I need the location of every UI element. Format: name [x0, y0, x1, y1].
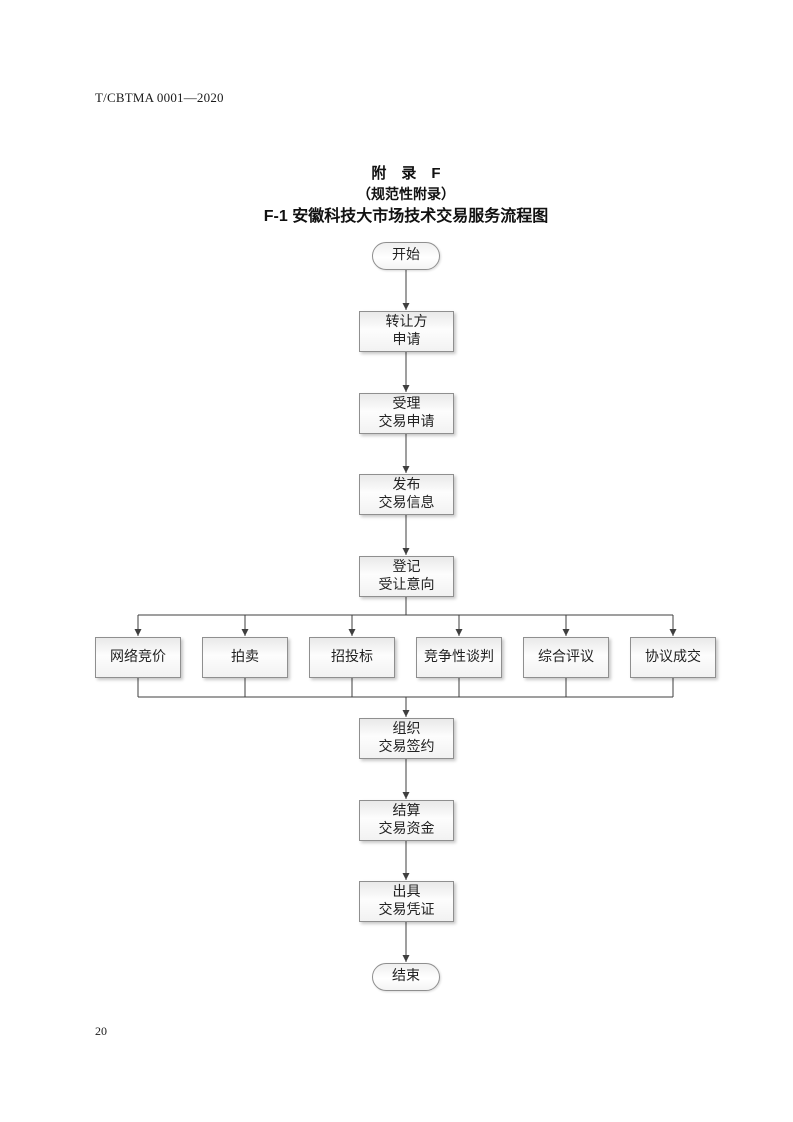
- appendix-title: 附 录 F: [371, 165, 441, 182]
- node-end: 结束: [372, 963, 440, 991]
- node-publish-info: 发布 交易信息: [359, 474, 454, 515]
- node-issue-voucher: 出具 交易凭证: [359, 881, 454, 922]
- appendix-title-block: 附 录 F （规范性附录） F-1 安徽科技大市场技术交易服务流程图: [20, 164, 792, 228]
- branch-tender: 招投标: [309, 637, 395, 678]
- branch-comprehensive-review: 综合评议: [523, 637, 609, 678]
- branch-auction: 拍卖: [202, 637, 288, 678]
- node-start: 开始: [372, 242, 440, 270]
- figure-caption: F-1 安徽科技大市场技术交易服务流程图: [263, 208, 549, 225]
- branch-competitive-negotiation: 竞争性谈判: [416, 637, 502, 678]
- page-number: 20: [95, 1024, 107, 1038]
- node-register-intent: 登记 受让意向: [359, 556, 454, 597]
- node-transferor-application: 转让方 申请: [359, 311, 454, 352]
- branch-online-bidding: 网络竞价: [95, 637, 181, 678]
- node-organize-signing: 组织 交易签约: [359, 718, 454, 759]
- standard-number: T/CBTMA 0001—2020: [95, 90, 224, 105]
- branch-agreement-deal: 协议成交: [630, 637, 716, 678]
- node-settle-funds: 结算 交易资金: [359, 800, 454, 841]
- node-accept-application: 受理 交易申请: [359, 393, 454, 434]
- appendix-subtitle: （规范性附录）: [357, 186, 455, 202]
